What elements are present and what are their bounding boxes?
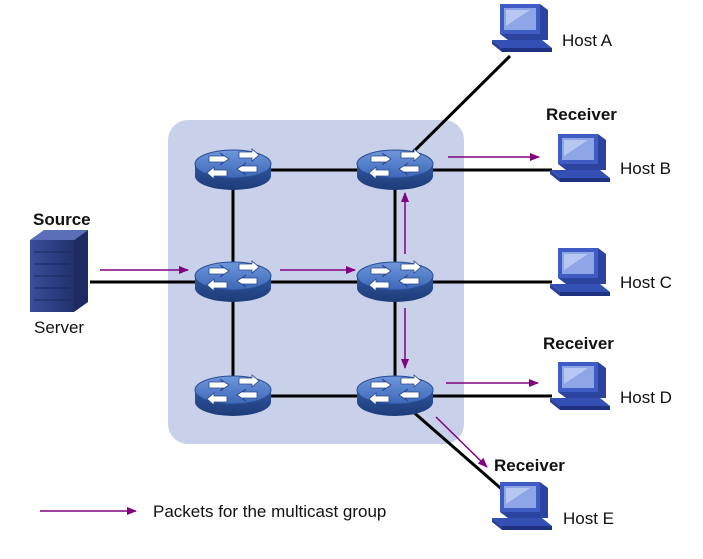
router-icon bbox=[356, 374, 434, 417]
host-a-label: Host A bbox=[562, 31, 613, 50]
router-icon bbox=[356, 148, 434, 191]
computer-icon bbox=[550, 134, 610, 182]
server-icon bbox=[30, 230, 88, 312]
computer-icon bbox=[492, 482, 552, 530]
receiver-b-label: Receiver bbox=[546, 105, 617, 124]
router-icon bbox=[194, 148, 272, 191]
router-icon bbox=[194, 374, 272, 417]
host-d-label: Host D bbox=[620, 388, 672, 407]
router-icon bbox=[356, 260, 434, 303]
computer-icon bbox=[550, 248, 610, 296]
receiver-d-label: Receiver bbox=[543, 334, 614, 353]
computer-icon bbox=[492, 4, 552, 52]
legend-text: Packets for the multicast group bbox=[153, 502, 387, 521]
packet-arrows bbox=[40, 153, 540, 515]
host-b-label: Host B bbox=[620, 159, 672, 178]
server-label: Server bbox=[34, 318, 85, 337]
arrow-r6-to-hoste bbox=[435, 416, 488, 468]
source-label: Source bbox=[33, 210, 91, 229]
host-e-label: Host E bbox=[563, 509, 615, 528]
host-c-label: Host C bbox=[620, 273, 672, 292]
router-icon bbox=[194, 260, 272, 303]
computer-icon bbox=[550, 362, 610, 410]
receiver-e-label: Receiver bbox=[494, 456, 565, 475]
